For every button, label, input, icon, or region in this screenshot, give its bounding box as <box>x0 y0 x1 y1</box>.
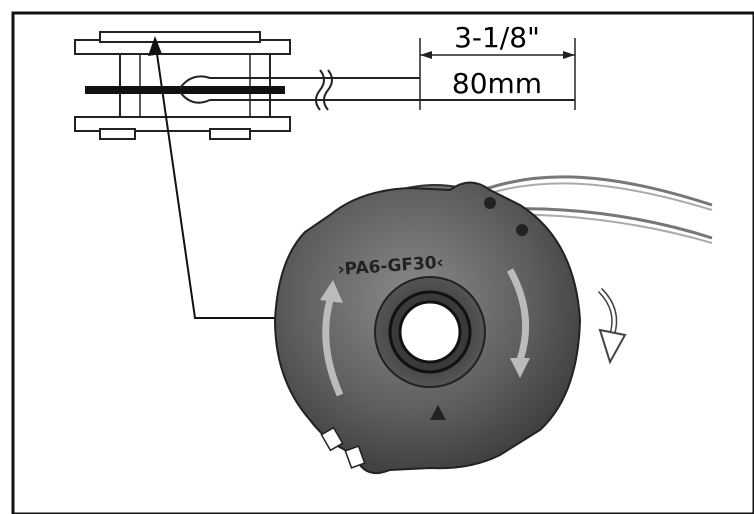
dimension-annotation: 3-1/8" 80mm <box>419 21 576 110</box>
spool-center-hole <box>398 300 462 364</box>
frame-border <box>11 11 754 514</box>
dimension-imperial-label: 3-1/8" <box>454 21 540 54</box>
rotation-direction-arrow <box>597 287 627 365</box>
triangle-mark <box>430 405 446 420</box>
spool: ›PA6-GF30‹ <box>273 181 582 475</box>
leader-arrow <box>148 36 285 319</box>
dimension-metric-label: 80mm <box>452 67 542 100</box>
spool-cross-section <box>74 31 575 140</box>
direction-arrow-left <box>322 299 344 397</box>
direction-arrow-right <box>506 268 530 362</box>
